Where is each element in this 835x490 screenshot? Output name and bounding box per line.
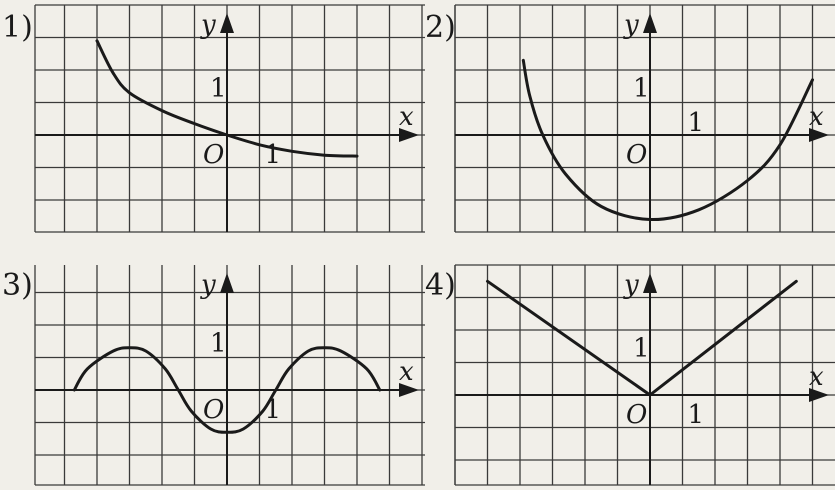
y-axis-arrow-icon (643, 273, 657, 293)
y-axis-label: y (200, 10, 216, 40)
function-graph-curve (72, 346, 382, 434)
y-axis-label: y (200, 270, 216, 300)
origin-label: O (203, 140, 224, 170)
y-axis-label: y (623, 270, 639, 300)
x-axis-arrow-icon (809, 388, 829, 402)
x-unit-label: 1 (265, 395, 282, 425)
x-axis-label: x (809, 362, 824, 392)
function-graph-curve (521, 58, 814, 222)
x-unit-label: 1 (688, 108, 705, 138)
origin-label: O (203, 395, 224, 425)
x-unit-label: 1 (688, 400, 705, 430)
y-unit-label: 1 (210, 74, 227, 104)
y-unit-label: 1 (633, 334, 650, 364)
x-axis-arrow-icon (399, 383, 419, 397)
function-graph-curve (486, 279, 798, 397)
x-axis-label: x (809, 102, 824, 132)
x-axis-label: x (399, 102, 414, 132)
x-axis-arrow-icon (809, 128, 829, 142)
y-axis-arrow-icon (220, 13, 234, 33)
x-axis-arrow-icon (399, 128, 419, 142)
y-unit-label: 1 (210, 329, 227, 359)
y-unit-label: 1 (633, 74, 650, 104)
x-axis-label: x (399, 357, 414, 387)
panel-number: 3) (2, 268, 33, 303)
y-axis-label: y (623, 10, 639, 40)
function-graph-curve (95, 39, 359, 158)
y-axis-arrow-icon (220, 273, 234, 293)
panel-number: 2) (425, 10, 456, 45)
origin-label: O (626, 140, 647, 170)
panel-3: 3) y xO 1 1 (2, 265, 425, 486)
panel-1: 1) y xO 1 1 (2, 4, 425, 233)
origin-label: O (626, 400, 647, 430)
panel-number: 1) (2, 10, 33, 45)
panel-2: 2) y xO 1 1 (425, 4, 835, 233)
panel-number: 4) (425, 268, 456, 303)
x-unit-label: 1 (265, 140, 282, 170)
y-axis-arrow-icon (643, 13, 657, 33)
panel-4: 4) y xO 1 1 (425, 264, 835, 486)
